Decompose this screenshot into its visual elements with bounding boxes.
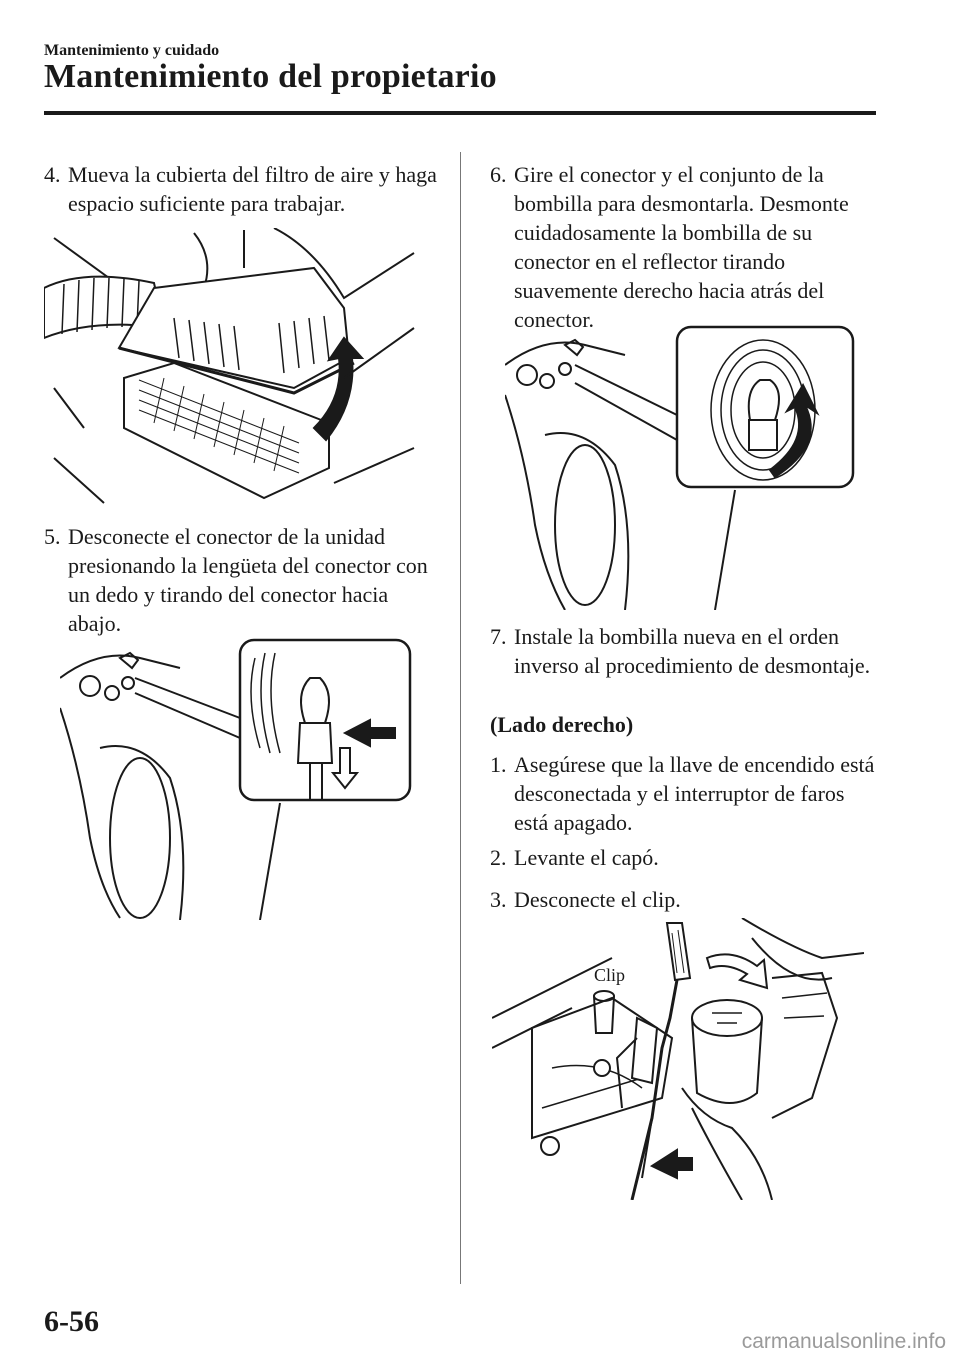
step-r3: 3. Desconecte el clip. [490, 885, 880, 914]
figure-air-filter-cover [44, 228, 424, 510]
step-number: 2. [490, 845, 507, 870]
step-7: 7. Instale la bombilla nueva en el orden… [490, 622, 880, 680]
site-watermark: carmanualsonline.info [741, 1330, 946, 1353]
header-rule [44, 111, 876, 115]
step-text: Mueva la cubierta del filtro de aire y h… [68, 162, 437, 216]
clip-callout-label: Clip [594, 965, 626, 985]
step-r1: 1. Asegúrese que la llave de encendido e… [490, 750, 880, 837]
step-number: 3. [490, 887, 507, 912]
subheading-right-side: (Lado derecho) [490, 712, 634, 737]
step-text: Asegúrese que la llave de encendido está… [514, 752, 875, 835]
step-number: 5. [44, 524, 61, 549]
step-text: Desconecte el clip. [514, 887, 681, 912]
step-number: 4. [44, 162, 61, 187]
step-r2: 2. Levante el capó. [490, 843, 880, 872]
section-label: Mantenimiento y cuidado [44, 42, 220, 59]
figure-disconnect-clip [492, 918, 864, 1200]
step-text: Desconecte el conector de la unidad pres… [68, 524, 428, 636]
step-text: Instale la bombilla nueva en el orden in… [514, 624, 871, 678]
step-6: 6. Gire el conector y el conjunto de la … [490, 160, 880, 334]
step-4: 4. Mueva la cubierta del filtro de aire … [44, 160, 444, 218]
step-number: 7. [490, 624, 507, 649]
column-divider [460, 152, 461, 1284]
figure-rotate-bulb [505, 325, 857, 610]
step-text: Gire el conector y el conjunto de la bom… [514, 162, 849, 332]
page-number: 6-56 [44, 1305, 99, 1338]
step-5: 5. Desconecte el conector de la unidad p… [44, 522, 444, 638]
step-number: 6. [490, 162, 507, 187]
step-text: Levante el capó. [514, 845, 659, 870]
figure-disconnect-connector [60, 638, 416, 920]
step-number: 1. [490, 752, 507, 777]
page-title: Mantenimiento del propietario [44, 58, 497, 95]
